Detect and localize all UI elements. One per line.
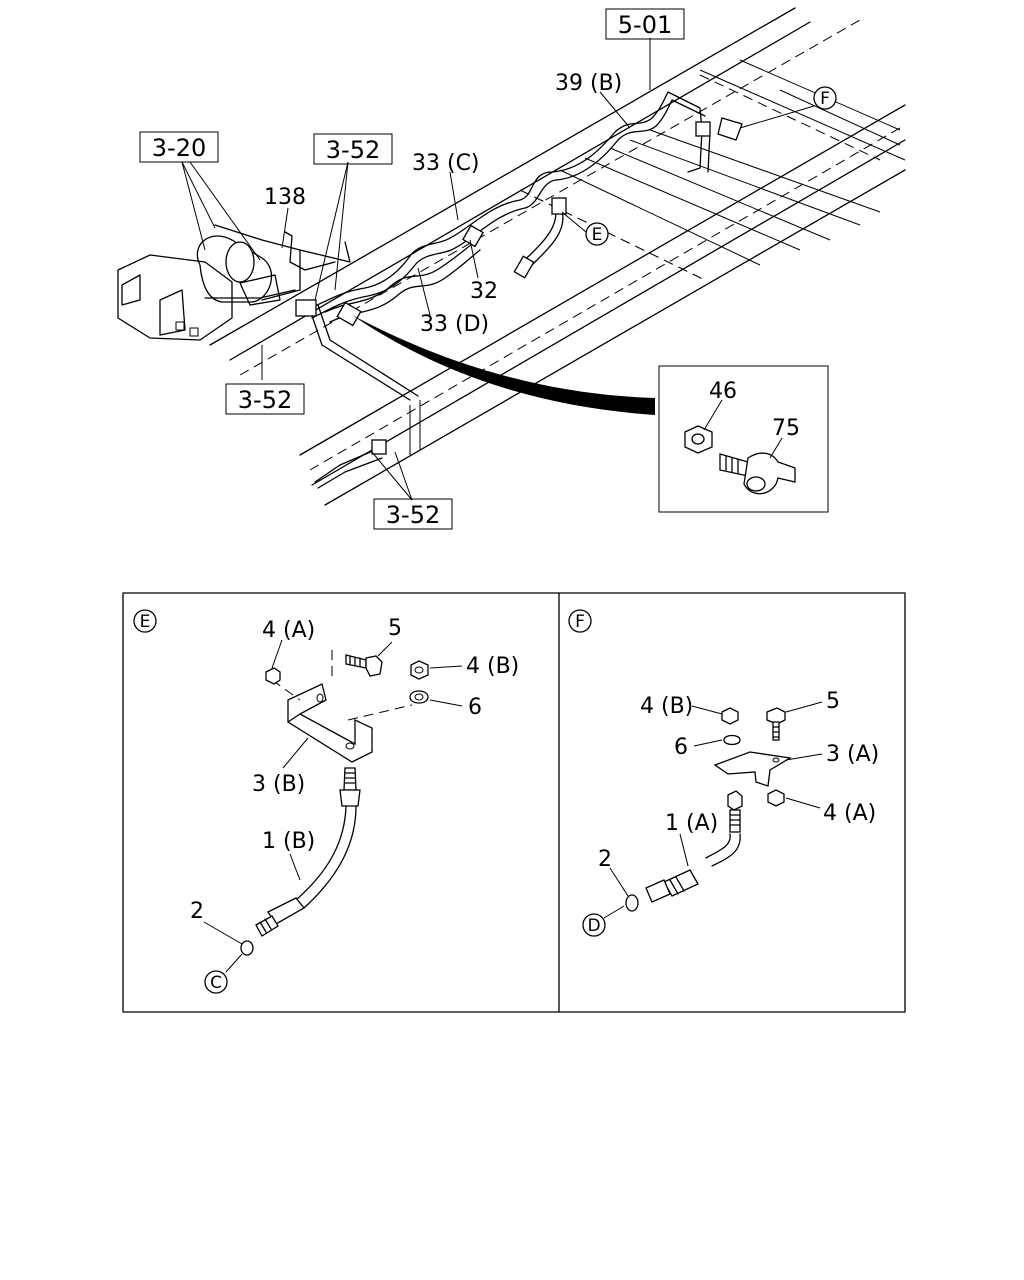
detail-f-tag: F bbox=[568, 609, 592, 633]
ref-box-5-01: 5-01 bbox=[605, 8, 685, 40]
detail-e-panel: E bbox=[133, 609, 519, 994]
bolt-5-f-icon bbox=[766, 707, 786, 741]
elbow-fitting-75-icon bbox=[719, 452, 796, 495]
label-e-5: 5 bbox=[388, 616, 402, 641]
label-138: 138 bbox=[264, 185, 306, 210]
label-46: 46 bbox=[709, 379, 737, 404]
label-e-2: 2 bbox=[190, 899, 204, 924]
callout-f-text: F bbox=[820, 89, 830, 109]
bracket-3a-icon bbox=[713, 751, 792, 787]
ref-box-3-52-bottom: 3-52 bbox=[373, 498, 453, 530]
ref-3-52-bottom-label: 3-52 bbox=[386, 501, 440, 529]
label-75: 75 bbox=[772, 416, 800, 441]
detail-f-panel: F D bbox=[568, 609, 879, 937]
hose-1a-icon bbox=[645, 790, 743, 903]
inset-pointer bbox=[352, 315, 655, 415]
label-f-2: 2 bbox=[598, 847, 612, 872]
ref-box-3-52-left: 3-52 bbox=[225, 383, 305, 415]
ref-5-01-label: 5-01 bbox=[618, 11, 672, 39]
label-f-1a: 1 (A) bbox=[665, 811, 718, 836]
detail-e-tag: E bbox=[133, 609, 157, 633]
label-33c: 33 (C) bbox=[412, 151, 480, 176]
label-e-3b: 3 (B) bbox=[252, 772, 305, 797]
label-e-4a: 4 (A) bbox=[262, 618, 315, 643]
ref-box-3-20: 3-20 bbox=[139, 131, 219, 163]
label-e-4b: 4 (B) bbox=[466, 654, 519, 679]
label-39b: 39 (B) bbox=[555, 71, 622, 96]
label-f-4a: 4 (A) bbox=[823, 801, 876, 826]
brake-pipes bbox=[284, 91, 711, 489]
detail-panels-frame bbox=[122, 592, 906, 1013]
end-marker-c-text: C bbox=[210, 973, 222, 993]
callout-e-text: E bbox=[592, 225, 603, 245]
label-f-5: 5 bbox=[826, 689, 840, 714]
ref-3-20-label: 3-20 bbox=[152, 134, 206, 162]
label-32: 32 bbox=[470, 279, 498, 304]
label-f-4b: 4 (B) bbox=[640, 694, 693, 719]
washer-4a-e-icon bbox=[265, 667, 281, 685]
hose-1b-icon bbox=[255, 767, 361, 937]
callout-circle-e: E bbox=[585, 222, 609, 246]
washer-6-f-icon bbox=[723, 734, 741, 746]
detail-f-tag-text: F bbox=[575, 612, 585, 632]
nut-4b-e-icon bbox=[410, 660, 429, 680]
label-f-3a: 3 (A) bbox=[826, 742, 879, 767]
inset-detail: 46 75 bbox=[658, 365, 829, 513]
ref-box-3-52-top: 3-52 bbox=[313, 133, 393, 165]
ref-3-52-left-label: 3-52 bbox=[238, 386, 292, 414]
end-marker-d: D bbox=[582, 913, 606, 937]
label-e-1b: 1 (B) bbox=[262, 829, 315, 854]
end-marker-d-text: D bbox=[587, 916, 600, 936]
nut-4b-f-icon bbox=[721, 707, 739, 725]
washer-6-e-icon bbox=[409, 690, 429, 704]
bolt-5-e-icon bbox=[345, 654, 383, 677]
bracket-3b-icon bbox=[287, 683, 373, 763]
frame-bracket-f bbox=[717, 117, 743, 141]
washer-2-e-icon bbox=[240, 940, 254, 956]
callout-circle-f: F bbox=[813, 86, 837, 110]
label-f-6: 6 bbox=[674, 735, 688, 760]
detail-e-tag-text: E bbox=[140, 612, 151, 632]
ref-3-52-top-label: 3-52 bbox=[326, 136, 380, 164]
washer-2-f-icon bbox=[625, 894, 639, 912]
label-e-6: 6 bbox=[468, 695, 482, 720]
booster-assembly bbox=[117, 224, 301, 341]
leader-lines-main bbox=[181, 38, 815, 501]
end-marker-c: C bbox=[204, 970, 228, 994]
nut-4a-f-icon bbox=[767, 789, 785, 807]
label-33d: 33 (D) bbox=[420, 312, 489, 337]
